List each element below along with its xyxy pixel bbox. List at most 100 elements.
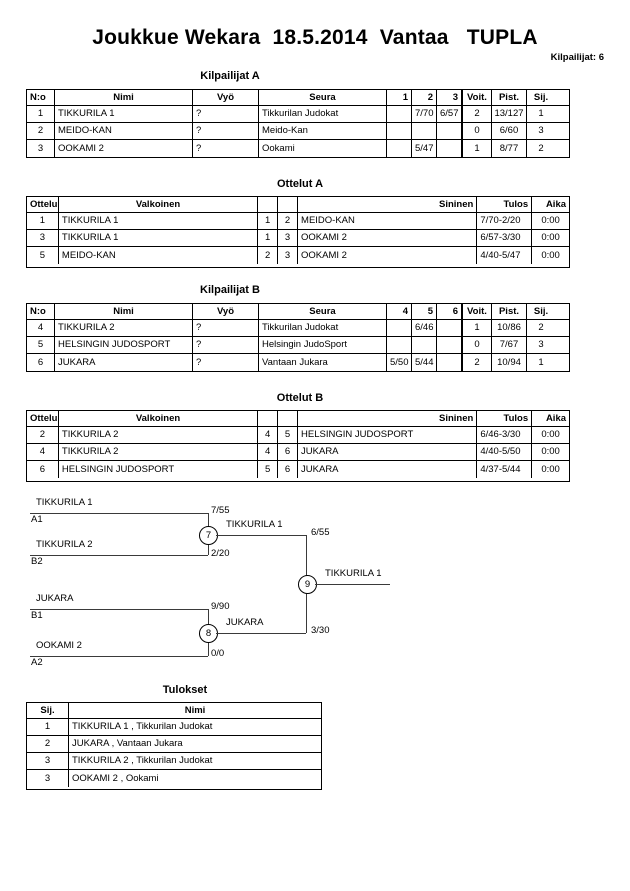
cell-match-1 [387,123,412,139]
cell-aika: 0:00 [541,249,560,261]
cell-sininen: OOKAMI 2 [298,230,478,246]
cell-pist: 6/60 [492,123,527,139]
cell-ottelu: 1 [27,213,59,229]
cell-ottelu: 5 [27,247,59,264]
cell-sij: 1 [538,108,544,120]
cell-match-4 [387,320,412,336]
cell-no: 3 [27,140,55,157]
bracket-seed: A2 [31,657,43,668]
page-title: Joukkue Wekara 18.5.2014 Vantaa TUPLA [92,26,538,49]
cell-white-no: 1 [258,213,279,229]
col-tulos: Tulos [477,411,533,426]
table-row: 6 HELSINGIN JUDOSPORT 5 6 JUKARA 4/37-5/… [27,461,569,478]
cell-vyo: ? [193,320,259,336]
col-vyo: Vyö [193,90,259,105]
cell-sij: 1 [27,719,69,735]
col-match-5: 5 [412,304,437,319]
cell-white-no: 1 [258,230,279,246]
cell-blue-no: 5 [278,427,299,443]
cell-nimi: TIKKURILA 2 , Tikkurilan Judokat [72,755,213,767]
col-tulos: Tulos [477,197,533,212]
bracket-winner-name: JUKARA [226,617,264,628]
cell-ottelu: 2 [27,427,59,443]
cell-sininen: JUKARA [298,461,478,478]
cell-match-2: 7/70 [412,106,437,122]
bracket-line [30,609,208,610]
cell-sininen: MEIDO-KAN [298,213,478,229]
cell-nimi: OOKAMI 2 , Ookami [72,772,159,784]
cell-vyo: ? [193,354,259,371]
table-row: 1 TIKKURILA 1 1 2 MEIDO-KAN 7/70-2/20 0:… [27,213,569,230]
table-row: 4 TIKKURILA 2 ? Tikkurilan Judokat 6/46 … [27,320,569,337]
cell-no: 5 [27,337,55,353]
cell-white-no: 4 [258,427,279,443]
cell-no: 2 [27,123,55,139]
cell-white-no: 5 [258,461,279,478]
cell-sininen: OOKAMI 2 [298,247,478,264]
pool-a-caption: Kilpailijat A [200,70,260,82]
pool-b-caption: Kilpailijat B [200,284,260,296]
col-sij: Sij. [27,703,69,718]
table-row: 3 OOKAMI 2 , Ookami [27,770,321,787]
bracket-line [216,535,306,536]
table-row: 2 MEIDO-KAN ? Meido-Kan 0 6/60 3 [27,123,569,140]
cell-nimi: OOKAMI 2 [55,140,193,157]
cell-voit: 1 [462,140,492,157]
cell-sij: 3 [27,770,69,787]
cell-nimi: HELSINGIN JUDOSPORT [55,337,193,353]
cell-voit: 0 [462,123,492,139]
cell-sij: 2 [538,322,544,334]
cell-nimi: TIKKURILA 1 [55,106,193,122]
cell-sininen: HELSINGIN JUDOSPORT [298,427,478,443]
bracket-score: 7/55 [211,505,230,516]
col-match-2: 2 [412,90,437,105]
cell-no: 1 [27,106,55,122]
cell-match-6 [437,337,462,353]
cell-ottelu: 6 [27,461,59,478]
cell-vyo: ? [193,123,259,139]
col-voit: Voit. [462,90,492,105]
bracket-seed: B2 [31,556,43,567]
cell-white-no: 2 [258,247,279,264]
col-aika: Aika [545,412,567,424]
cell-nimi: TIKKURILA 1 , Tikkurilan Judokat [72,721,213,733]
cell-tulos: 7/70-2/20 [477,213,533,229]
cell-vyo: ? [193,337,259,353]
cell-tulos: 4/37-5/44 [477,461,533,478]
matches-b-caption: Ottelut B [276,392,324,404]
col-aika: Aika [545,198,567,210]
bracket-score: 2/20 [211,548,230,559]
bracket-score: 0/0 [211,648,225,659]
cell-valkoinen: TIKKURILA 2 [59,427,259,443]
col-nimi: Nimi [184,704,206,716]
matches-a-caption: Ottelut A [276,178,324,190]
col-white-no [258,411,279,426]
cell-pist: 7/67 [492,337,527,353]
table-row: 5 MEIDO-KAN 2 3 OOKAMI 2 4/40-5/47 0:00 [27,247,569,264]
table-row: 1 TIKKURILA 1 ? Tikkurilan Judokat 7/70 … [27,106,569,123]
cell-tulos: 4/40-5/50 [477,444,533,460]
col-white-no [258,197,279,212]
cell-seura: Tikkurilan Judokat [259,106,387,122]
results-caption: Tulokset [162,684,208,696]
col-nimi: Nimi [55,304,193,319]
table-row: 4 TIKKURILA 2 4 6 JUKARA 4/40-5/50 0:00 [27,444,569,461]
cell-blue-no: 2 [278,213,299,229]
cell-sininen: JUKARA [298,444,478,460]
col-pist: Pist. [492,304,527,319]
table-header-row: Sij. Nimi [27,703,321,719]
cell-sij: 2 [27,736,69,752]
col-ottelu: Ottelu [27,411,59,426]
col-no: N:o [27,90,55,105]
col-match-3: 3 [437,90,462,105]
matches-a-table: Ottelu Valkoinen Sininen Tulos Aika 1 TI… [26,196,570,268]
cell-match-5: 5/44 [412,354,437,371]
cell-nimi: MEIDO-KAN [55,123,193,139]
cell-voit: 1 [462,320,492,336]
table-header-row: Ottelu Valkoinen Sininen Tulos Aika [27,411,569,427]
col-match-1: 1 [387,90,412,105]
col-sininen: Sininen [298,411,478,426]
cell-match-2: 5/47 [412,140,437,157]
cell-seura: Vantaan Jukara [259,354,387,371]
cell-blue-no: 3 [278,247,299,264]
